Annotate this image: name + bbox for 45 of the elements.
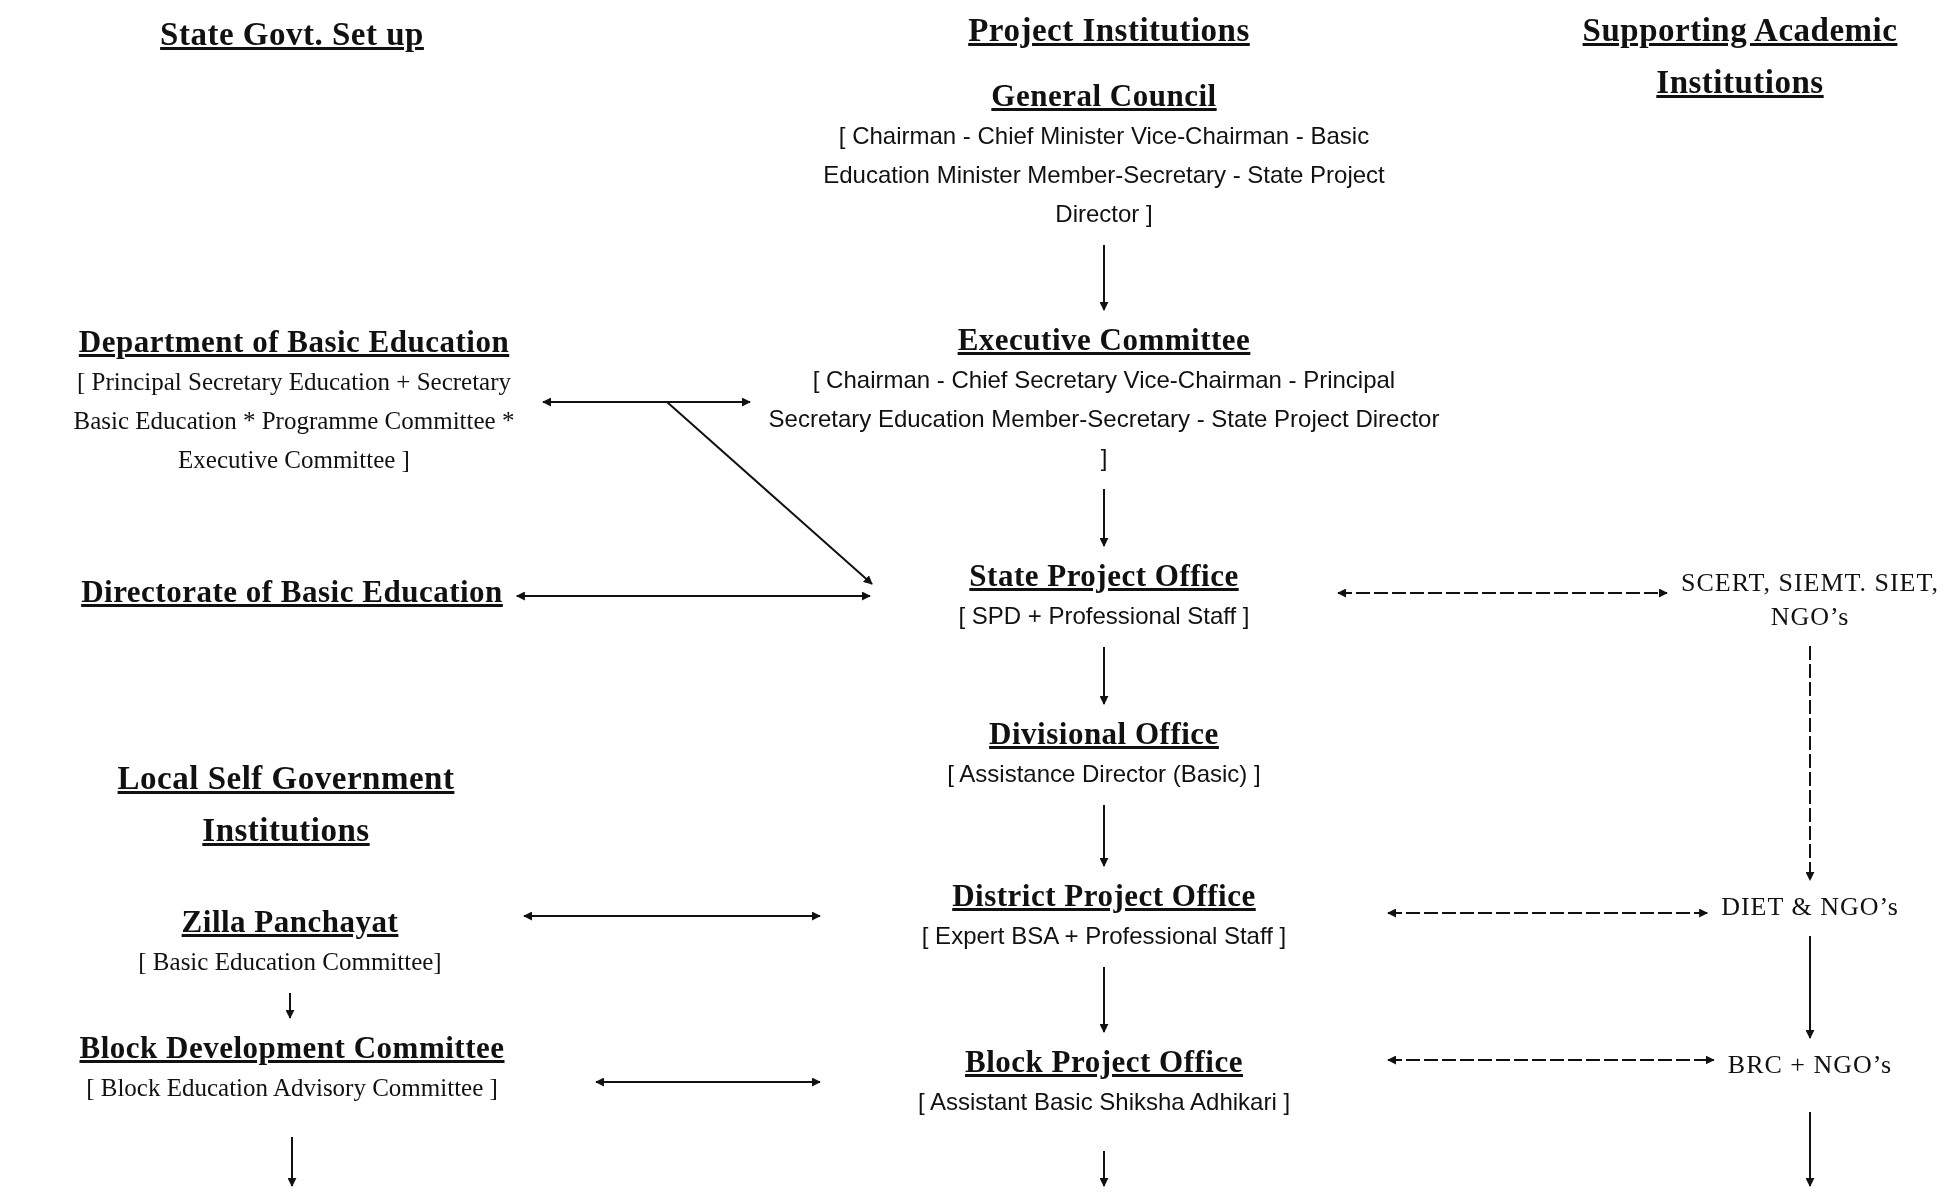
arrow bbox=[1099, 1150, 1109, 1187]
arrow bbox=[1337, 588, 1668, 598]
column-heading: Local Self Government Institutions bbox=[116, 759, 456, 850]
column-heading: Supporting Academic Institutions bbox=[1581, 11, 1899, 102]
arrow bbox=[1805, 935, 1815, 1039]
unit-title: Block Project Office bbox=[965, 1043, 1243, 1081]
unit-members: [ Assistance Director (Basic) ] bbox=[946, 759, 1262, 789]
unit-members: [ Block Education Advisory Committee ] bbox=[85, 1073, 499, 1103]
arrow bbox=[1099, 966, 1109, 1033]
institution-name: BRC + NGO’s bbox=[1680, 1048, 1940, 1082]
institution-name: SCERT, SIEMT. SIET, NGO’s bbox=[1670, 566, 1950, 634]
arrow bbox=[1805, 1111, 1815, 1187]
arrow bbox=[1805, 645, 1815, 881]
arrow bbox=[515, 591, 871, 601]
arrow bbox=[542, 397, 751, 407]
unit-title: District Project Office bbox=[952, 877, 1256, 915]
unit-title: General Council bbox=[991, 77, 1217, 115]
arrow bbox=[542, 401, 873, 585]
unit-title: Executive Committee bbox=[957, 321, 1251, 359]
arrow bbox=[1099, 646, 1109, 705]
unit-title: Block Development Committee bbox=[79, 1029, 505, 1067]
unit-members: [ Chairman - Chief Secretary Vice-Chairman - Principal Secretary Education Member-Secretary - State Project Director ] bbox=[767, 365, 1441, 473]
column-heading: State Govt. Set up bbox=[159, 15, 425, 54]
column-heading: Project Institutions bbox=[967, 11, 1251, 50]
arrow bbox=[595, 1077, 821, 1087]
institution-name: DIET & NGO’s bbox=[1680, 890, 1940, 924]
unit-title: Zilla Panchayat bbox=[181, 903, 399, 941]
arrow bbox=[1387, 1055, 1715, 1065]
unit-title: Department of Basic Education bbox=[78, 323, 510, 361]
unit-members: [ Principal Secretary Education + Secretary Basic Education * Programme Committee * Executive Committee ] bbox=[72, 367, 516, 475]
arrow bbox=[1099, 244, 1109, 311]
arrow bbox=[285, 992, 295, 1019]
unit-members: [ Basic Education Committee] bbox=[137, 947, 443, 977]
arrow bbox=[1099, 804, 1109, 867]
arrow bbox=[523, 911, 821, 921]
unit-members: [ Chairman - Chief Minister Vice-Chairman - Basic Education Minister Member-Secretary - State Project Director ] bbox=[822, 121, 1386, 229]
arrow bbox=[1099, 488, 1109, 547]
institution-name: Directorate of Basic Education bbox=[22, 572, 562, 612]
unit-members: [ Expert BSA + Professional Staff ] bbox=[920, 921, 1288, 951]
unit-members: [ Assistant Basic Shiksha Adhikari ] bbox=[916, 1087, 1292, 1117]
arrow bbox=[1387, 908, 1709, 918]
unit-members: [ SPD + Professional Staff ] bbox=[957, 601, 1251, 631]
arrow bbox=[287, 1136, 297, 1187]
unit-title: State Project Office bbox=[969, 557, 1239, 595]
unit-title: Divisional Office bbox=[989, 715, 1219, 753]
